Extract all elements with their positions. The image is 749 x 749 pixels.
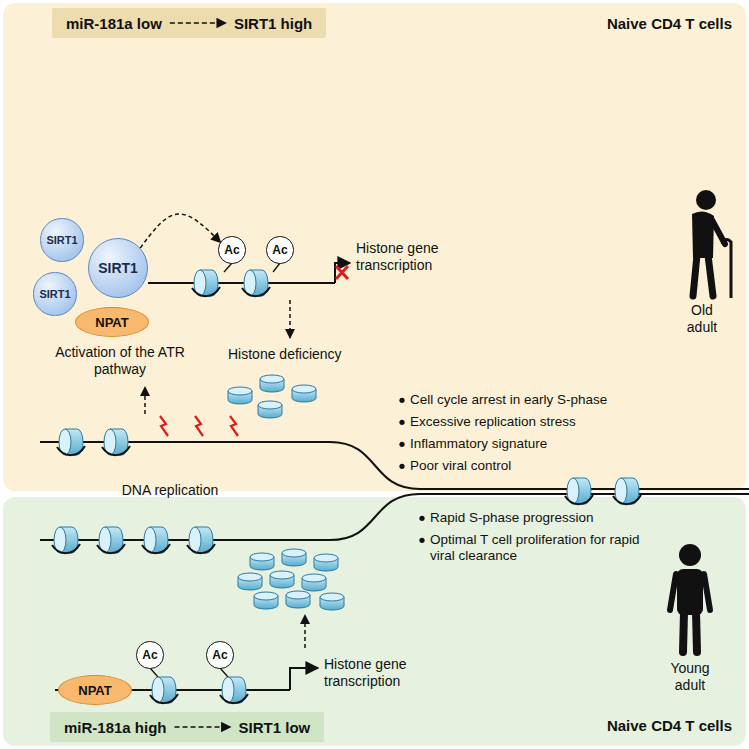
node-label: Ac — [224, 243, 239, 257]
nucleosome — [187, 527, 215, 553]
acetyl-stem — [224, 263, 232, 272]
node-label: NPAT — [95, 315, 128, 330]
mirna-sirt1-box: miR-181a high SIRT1 low — [50, 712, 324, 742]
node-label: SIRT1 low — [239, 719, 311, 736]
annotation-label: Histone gene transcription — [356, 240, 474, 274]
mirna-sirt1-box: miR-181a low SIRT1 high — [52, 8, 326, 38]
nucleosome — [220, 677, 248, 703]
nucleosome — [565, 478, 593, 504]
node-label: Ac — [212, 648, 227, 662]
panel-heading: Naive CD4 T cells — [607, 717, 732, 734]
bullet-dot — [399, 464, 404, 469]
acetyl-mark: Ac — [266, 236, 293, 263]
acetyl-stem — [220, 668, 228, 677]
nucleosome — [52, 527, 80, 553]
young-adult-figure — [670, 544, 710, 652]
acetyl-mark: Ac — [136, 641, 163, 668]
acetyl-stem — [150, 668, 158, 677]
dashed-arrow — [304, 615, 306, 648]
nucleosome — [142, 527, 170, 553]
node-label: miR-181a high — [64, 719, 167, 736]
nucleosome — [57, 429, 85, 455]
bullet-point: Optimal T cell proliferation for rapid v… — [430, 532, 645, 564]
node-label: SIRT1 — [98, 260, 138, 276]
block-cross — [336, 266, 348, 279]
sirt1-protein: SIRT1 — [33, 272, 76, 315]
acetyl-mark: Ac — [218, 236, 245, 263]
old-adult-figure — [692, 190, 731, 298]
histone — [260, 375, 284, 392]
bullet-dot — [419, 516, 424, 521]
dna-damage-bolt — [160, 416, 238, 436]
dashed-arrow — [144, 387, 146, 414]
histone — [302, 574, 326, 591]
histone — [238, 573, 262, 590]
acetyl-mark: Ac — [206, 641, 233, 668]
npat-protein: NPAT — [75, 307, 149, 337]
annotation-label: DNA replication — [122, 482, 219, 499]
node-label: miR-181a low — [66, 15, 162, 32]
node-label: SIRT1 — [39, 288, 70, 300]
histone — [250, 553, 274, 570]
histone — [228, 387, 252, 404]
dashed-connector — [140, 214, 220, 248]
histone — [314, 554, 338, 571]
nucleosome — [97, 527, 125, 553]
nucleosome — [192, 270, 220, 296]
histone — [270, 571, 294, 588]
dna-strand — [40, 442, 749, 489]
dashed-arrow — [175, 726, 231, 728]
bullet-point: Cell cycle arrest in early S-phase — [410, 392, 607, 408]
histone — [286, 591, 310, 608]
panel-heading: Naive CD4 T cells — [607, 15, 732, 32]
sirt1-protein: SIRT1 — [40, 218, 83, 261]
nucleosome — [613, 478, 641, 504]
dna-strand — [148, 282, 335, 284]
sirt1-protein: SIRT1 — [88, 238, 148, 298]
histone — [254, 592, 278, 609]
node-label: Ac — [272, 243, 287, 257]
acetyl-stem — [273, 263, 280, 272]
nucleosome — [102, 429, 130, 455]
bullet-point: Rapid S-phase progression — [430, 510, 594, 526]
dashed-arrow — [289, 300, 291, 338]
annotation-label: Histone gene transcription — [324, 656, 442, 690]
bullet-point: Inflammatory signature — [410, 436, 547, 452]
npat-protein: NPAT — [58, 675, 132, 705]
bullet-point: Poor viral control — [410, 458, 511, 474]
annotation-label: Histone deficiency — [228, 346, 342, 363]
node-label: SIRT1 high — [234, 15, 312, 32]
bullet-dot — [419, 538, 424, 543]
transcription-arrow — [335, 263, 350, 283]
histone — [258, 401, 282, 418]
node-label: SIRT1 — [46, 234, 77, 246]
annotation-label: Activation of the ATR pathway — [45, 344, 195, 378]
node-label: Ac — [142, 648, 157, 662]
histone — [282, 549, 306, 566]
bullet-point: Excessive replication stress — [410, 414, 576, 430]
bullet-dot — [399, 420, 404, 425]
histone — [292, 385, 316, 402]
bullet-dot — [399, 442, 404, 447]
nucleosome — [242, 270, 270, 296]
transcription-arrow — [290, 668, 318, 690]
nucleosome — [150, 677, 178, 703]
histone — [320, 593, 344, 610]
annotation-label: Young adult — [665, 660, 715, 694]
annotation-label: Old adult — [677, 302, 727, 336]
bullet-dot — [399, 398, 404, 403]
node-label: NPAT — [78, 683, 111, 698]
dashed-arrow — [170, 22, 226, 24]
